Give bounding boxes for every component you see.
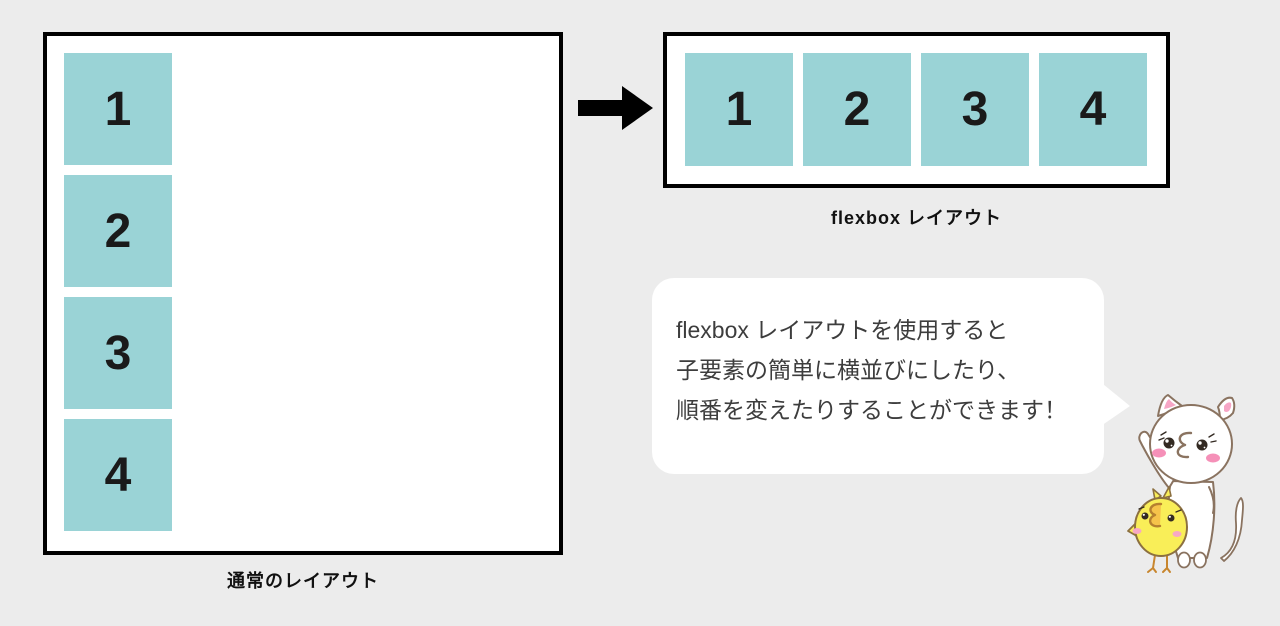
chick-eye-right	[1167, 514, 1175, 522]
cat-head	[1149, 404, 1233, 484]
chick-blush-right	[1172, 531, 1182, 537]
cat-foot-left	[1177, 551, 1191, 569]
cat-blush-right	[1206, 453, 1220, 463]
chick-eyelashes	[1138, 506, 1182, 513]
chick-eye-right-highlight	[1168, 515, 1171, 518]
chick-body	[1134, 497, 1188, 557]
normal-layout-panel: 1 2 3 4	[43, 32, 563, 555]
cat-eye-left-sparkle	[1170, 444, 1173, 447]
cat-eye-right	[1196, 439, 1208, 451]
cat-arm-down	[1208, 486, 1215, 514]
cat-foot-right	[1193, 551, 1207, 569]
flexbox-layout-label: flexbox レイアウト	[830, 208, 1003, 228]
chick-eye-left	[1141, 512, 1149, 520]
cat-tail	[1220, 497, 1244, 562]
flexbox-layout-item-1: 1	[685, 53, 793, 166]
chick-legs	[1147, 554, 1171, 573]
flexbox-layout-item-3: 3	[921, 53, 1029, 166]
speech-bubble: flexbox レイアウトを使用すると 子要素の簡単に横並びにしたり、 順番を変…	[652, 278, 1104, 474]
cat-eyelashes-right	[1208, 433, 1217, 443]
cat-eye-left-highlight	[1165, 439, 1169, 443]
cat-eye-left	[1163, 437, 1175, 449]
normal-layout-item-4: 4	[64, 419, 172, 531]
cat-chick-mascot-illustration	[1127, 394, 1244, 573]
cat-eyelashes-left	[1158, 431, 1167, 441]
speech-bubble-line-3: 順番を変えたりすることができます！	[676, 397, 1067, 423]
cat-eye-right-highlight	[1198, 441, 1202, 445]
cat-eye-right-sparkle	[1203, 446, 1206, 449]
flexbox-layout-panel: 1 2 3 4	[663, 32, 1170, 188]
chick-eye-left-highlight	[1142, 513, 1145, 516]
speech-bubble-line-1: flexbox レイアウトを使用すると	[676, 317, 1009, 343]
flexbox-layout-item-4: 4	[1039, 53, 1147, 166]
right-arrow-icon	[578, 86, 653, 130]
normal-layout-item-1: 1	[64, 53, 172, 165]
chick-beak	[1148, 502, 1163, 528]
chick-tuft-2	[1162, 486, 1172, 499]
speech-bubble-tail	[1098, 380, 1130, 428]
normal-layout-item-2: 2	[64, 175, 172, 287]
cat-ear-left-inner	[1164, 399, 1176, 409]
speech-bubble-line-2: 子要素の簡単に横並びにしたり、	[676, 357, 1021, 383]
chick-blush-left	[1132, 528, 1142, 534]
flexbox-layout-item-2: 2	[803, 53, 911, 166]
normal-layout-item-3: 3	[64, 297, 172, 409]
cat-ear-right-inner	[1224, 402, 1232, 412]
normal-layout-label: 通常のレイアウト	[227, 571, 379, 591]
cat-blush-left	[1152, 448, 1166, 458]
cat-nose-mouth	[1176, 431, 1193, 459]
